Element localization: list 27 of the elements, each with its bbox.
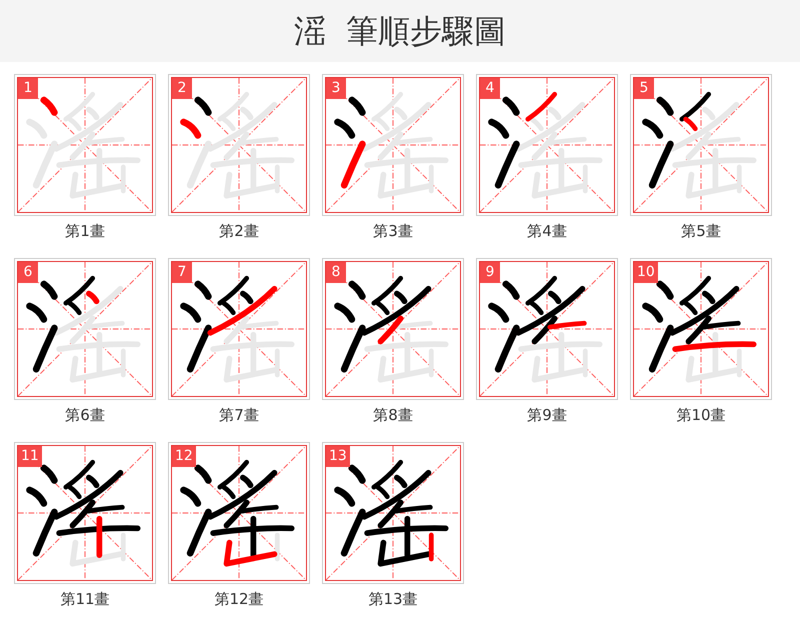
step-caption: 第9畫	[526, 406, 568, 424]
step-number: 6	[18, 262, 38, 283]
step-caption: 第4畫	[526, 222, 568, 240]
step-caption: 第13畫	[367, 590, 419, 608]
step-caption: 第10畫	[675, 406, 727, 424]
step-number: 5	[634, 78, 654, 99]
step-number: 10	[634, 262, 658, 283]
step-number: 12	[172, 446, 196, 467]
step-number: 7	[172, 262, 192, 283]
step-caption: 第2畫	[218, 222, 260, 240]
step-number: 9	[480, 262, 500, 283]
step-number: 2	[172, 78, 192, 99]
step-caption: 第8畫	[372, 406, 414, 424]
step-number: 4	[480, 78, 500, 99]
step-number: 11	[18, 446, 42, 467]
step-caption: 第11畫	[59, 590, 111, 608]
step-caption: 第7畫	[218, 406, 260, 424]
page-title: 滛 筆順步驟圖	[0, 0, 800, 62]
step-number: 8	[326, 262, 346, 283]
step-number: 1	[18, 78, 38, 99]
step-caption: 第5畫	[680, 222, 722, 240]
step-number: 3	[326, 78, 346, 99]
step-number: 13	[326, 446, 350, 467]
step-caption: 第12畫	[213, 590, 265, 608]
step-caption: 第6畫	[64, 406, 106, 424]
step-caption: 第3畫	[372, 222, 414, 240]
step-caption: 第1畫	[64, 222, 106, 240]
